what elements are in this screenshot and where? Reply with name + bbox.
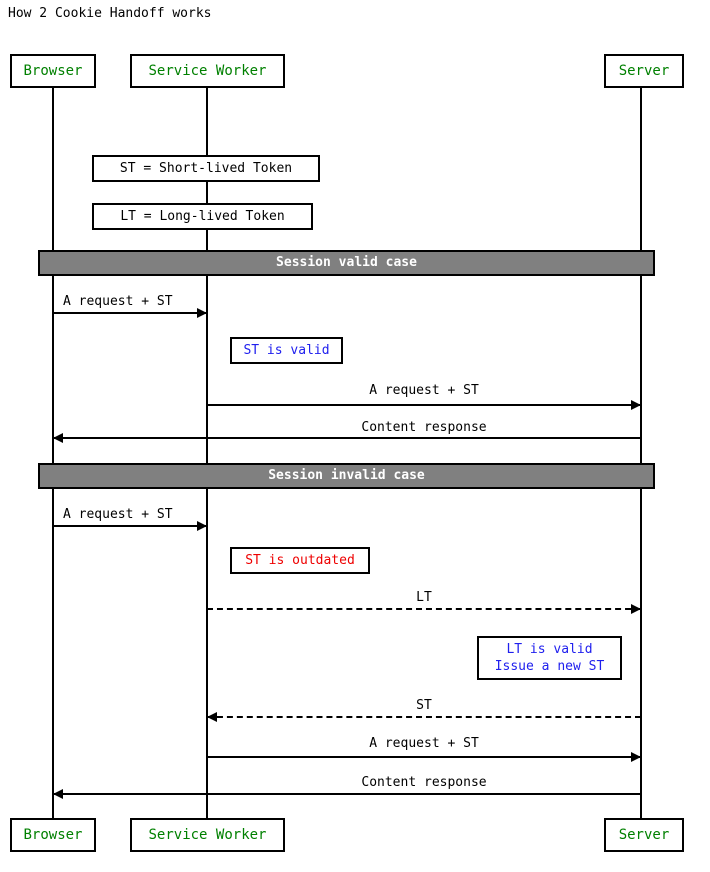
- participant-bottom-server[interactable]: Server: [604, 818, 684, 852]
- message-arrowhead: [631, 400, 641, 410]
- participant-top-browser[interactable]: Browser: [10, 54, 96, 88]
- legend-note: LT = Long-lived Token: [92, 203, 313, 230]
- participant-bottom-browser[interactable]: Browser: [10, 818, 96, 852]
- message-arrowhead: [631, 752, 641, 762]
- participant-top-service-worker[interactable]: Service Worker: [130, 54, 285, 88]
- flow-note: LT is valid Issue a new ST: [477, 636, 622, 680]
- message-label: Content response: [361, 420, 487, 435]
- message-line: [53, 525, 207, 527]
- message-arrowhead: [207, 712, 217, 722]
- message-arrowhead: [631, 604, 641, 614]
- lifeline-server: [640, 88, 642, 818]
- message-label: ST: [416, 698, 432, 713]
- message-arrowhead: [53, 789, 63, 799]
- message-label: A request + ST: [369, 383, 479, 398]
- message-label: Content response: [361, 775, 487, 790]
- message-arrowhead: [197, 308, 207, 318]
- message-label: LT: [416, 590, 432, 605]
- message-line: [207, 756, 641, 758]
- legend-note: ST = Short-lived Token: [92, 155, 320, 182]
- message-line: [207, 608, 641, 610]
- participant-bottom-service-worker[interactable]: Service Worker: [130, 818, 285, 852]
- message-arrowhead: [53, 433, 63, 443]
- section-bar: Session valid case: [38, 250, 655, 276]
- message-line: [53, 793, 641, 795]
- message-label: A request + ST: [63, 507, 173, 522]
- message-line: [207, 716, 641, 718]
- diagram-title: How 2 Cookie Handoff works: [8, 6, 212, 21]
- flow-note: ST is valid: [230, 337, 343, 364]
- message-label: A request + ST: [369, 736, 479, 751]
- message-arrowhead: [197, 521, 207, 531]
- section-bar: Session invalid case: [38, 463, 655, 489]
- message-line: [53, 312, 207, 314]
- participant-top-server[interactable]: Server: [604, 54, 684, 88]
- lifeline-browser: [52, 88, 54, 818]
- lifeline-service-worker: [206, 88, 208, 818]
- message-label: A request + ST: [63, 294, 173, 309]
- message-line: [207, 404, 641, 406]
- flow-note: ST is outdated: [230, 547, 370, 574]
- message-line: [53, 437, 641, 439]
